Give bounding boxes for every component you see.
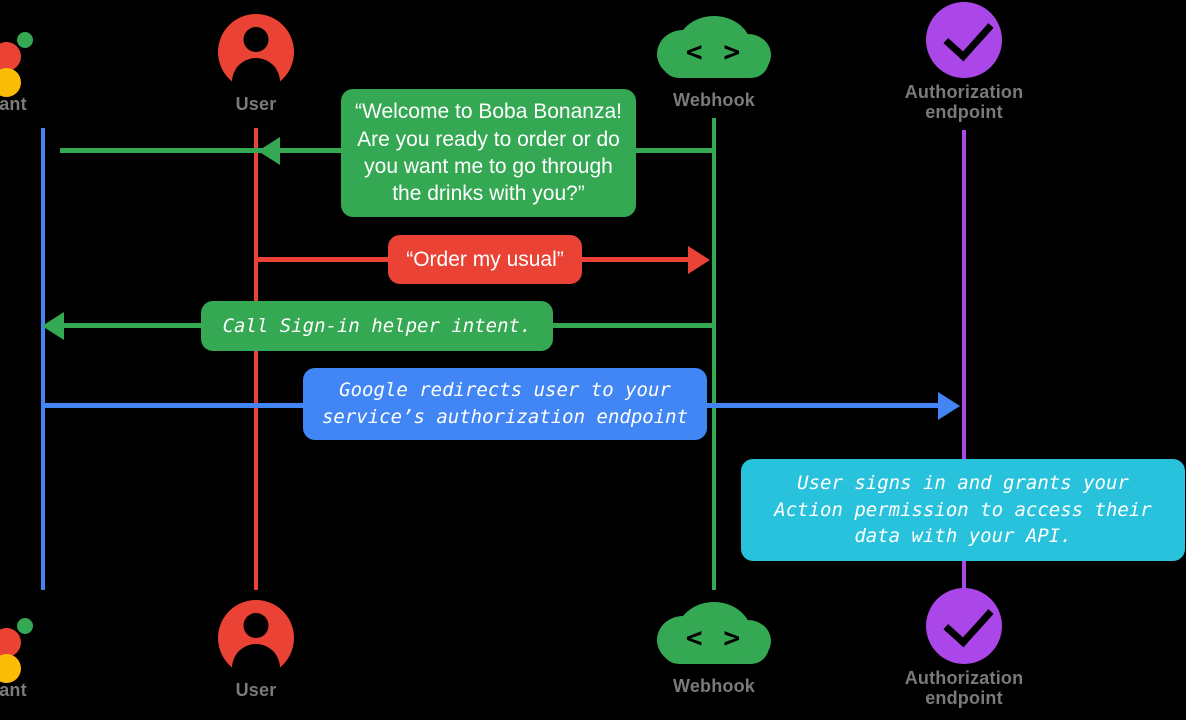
actor-label-assistant-top: Assistant: [0, 94, 27, 114]
message-bubble-user-signs-in[interactable]: User signs in and grants your Action per…: [741, 459, 1185, 561]
auth-endpoint-icon-top: [864, 0, 1064, 82]
actor-webhook-top[interactable]: < > Webhook: [614, 6, 814, 110]
auth-endpoint-icon-bottom: [864, 584, 1064, 668]
message-bubble-welcome[interactable]: “Welcome to Boba Bonanza! Are you ready …: [341, 89, 636, 217]
actor-label-assistant-bottom: Assistant: [0, 680, 27, 700]
user-head-shape-icon: [243, 27, 269, 52]
webhook-icon-bottom: < >: [614, 592, 814, 676]
lifeline-assistant: [41, 128, 45, 590]
actor-assistant-top[interactable]: Assistant: [0, 10, 142, 114]
actor-label-user-bottom: User: [235, 680, 277, 700]
actor-user-bottom[interactable]: User: [156, 596, 356, 700]
assistant-dot-green-icon: [17, 618, 33, 634]
assistant-dot-green-icon: [17, 32, 33, 48]
actor-label-webhook-top: Webhook: [672, 90, 756, 110]
assistant-dot-yellow-icon: [0, 68, 21, 97]
assistant-dot-yellow-icon: [0, 654, 21, 683]
assistant-dot-red-icon: [0, 628, 21, 657]
lifeline-user: [254, 128, 258, 590]
actor-auth-endpoint-bottom[interactable]: Authorization endpoint: [864, 584, 1064, 708]
actor-webhook-bottom[interactable]: < > Webhook: [614, 592, 814, 696]
assistant-icon-top: [0, 10, 142, 97]
arrow-head-redirect: [938, 392, 960, 420]
lifeline-webhook: [712, 118, 716, 590]
webhook-icon-top: < >: [614, 6, 814, 90]
message-bubble-call-signin-helper[interactable]: Call Sign-in helper intent.: [201, 301, 553, 351]
checkmark-icon: [943, 9, 994, 62]
user-icon-bottom: [156, 596, 356, 680]
arrow-head-order: [688, 246, 710, 274]
actor-label-user-top: User: [235, 94, 277, 114]
user-head-shape-icon: [243, 613, 269, 638]
code-brackets-icon: < >: [685, 621, 743, 654]
arrow-head-signin-helper: [42, 312, 64, 340]
actor-label-auth-endpoint-top: Authorization endpoint: [904, 82, 1024, 123]
actor-label-webhook-bottom: Webhook: [672, 676, 756, 696]
actor-label-auth-endpoint-bottom: Authorization endpoint: [904, 668, 1024, 709]
cloud-base-icon: [661, 636, 769, 664]
actor-assistant-bottom[interactable]: Assistant: [0, 596, 142, 700]
actor-auth-endpoint-top[interactable]: Authorization endpoint: [864, 0, 1064, 122]
checkmark-icon: [943, 595, 994, 648]
user-body-shape-icon: [232, 58, 280, 92]
arrow-head-welcome: [258, 137, 280, 165]
user-icon-top: [156, 10, 356, 94]
message-bubble-google-redirects[interactable]: Google redirects user to your service’s …: [303, 368, 707, 440]
user-body-shape-icon: [232, 644, 280, 678]
lifeline-auth-endpoint: [962, 130, 966, 590]
assistant-icon-bottom: [0, 596, 142, 683]
actor-user-top[interactable]: User: [156, 10, 356, 114]
code-brackets-icon: < >: [685, 35, 743, 68]
cloud-base-icon: [661, 50, 769, 78]
assistant-dot-red-icon: [0, 42, 21, 71]
message-bubble-order-my-usual[interactable]: “Order my usual”: [388, 235, 582, 284]
